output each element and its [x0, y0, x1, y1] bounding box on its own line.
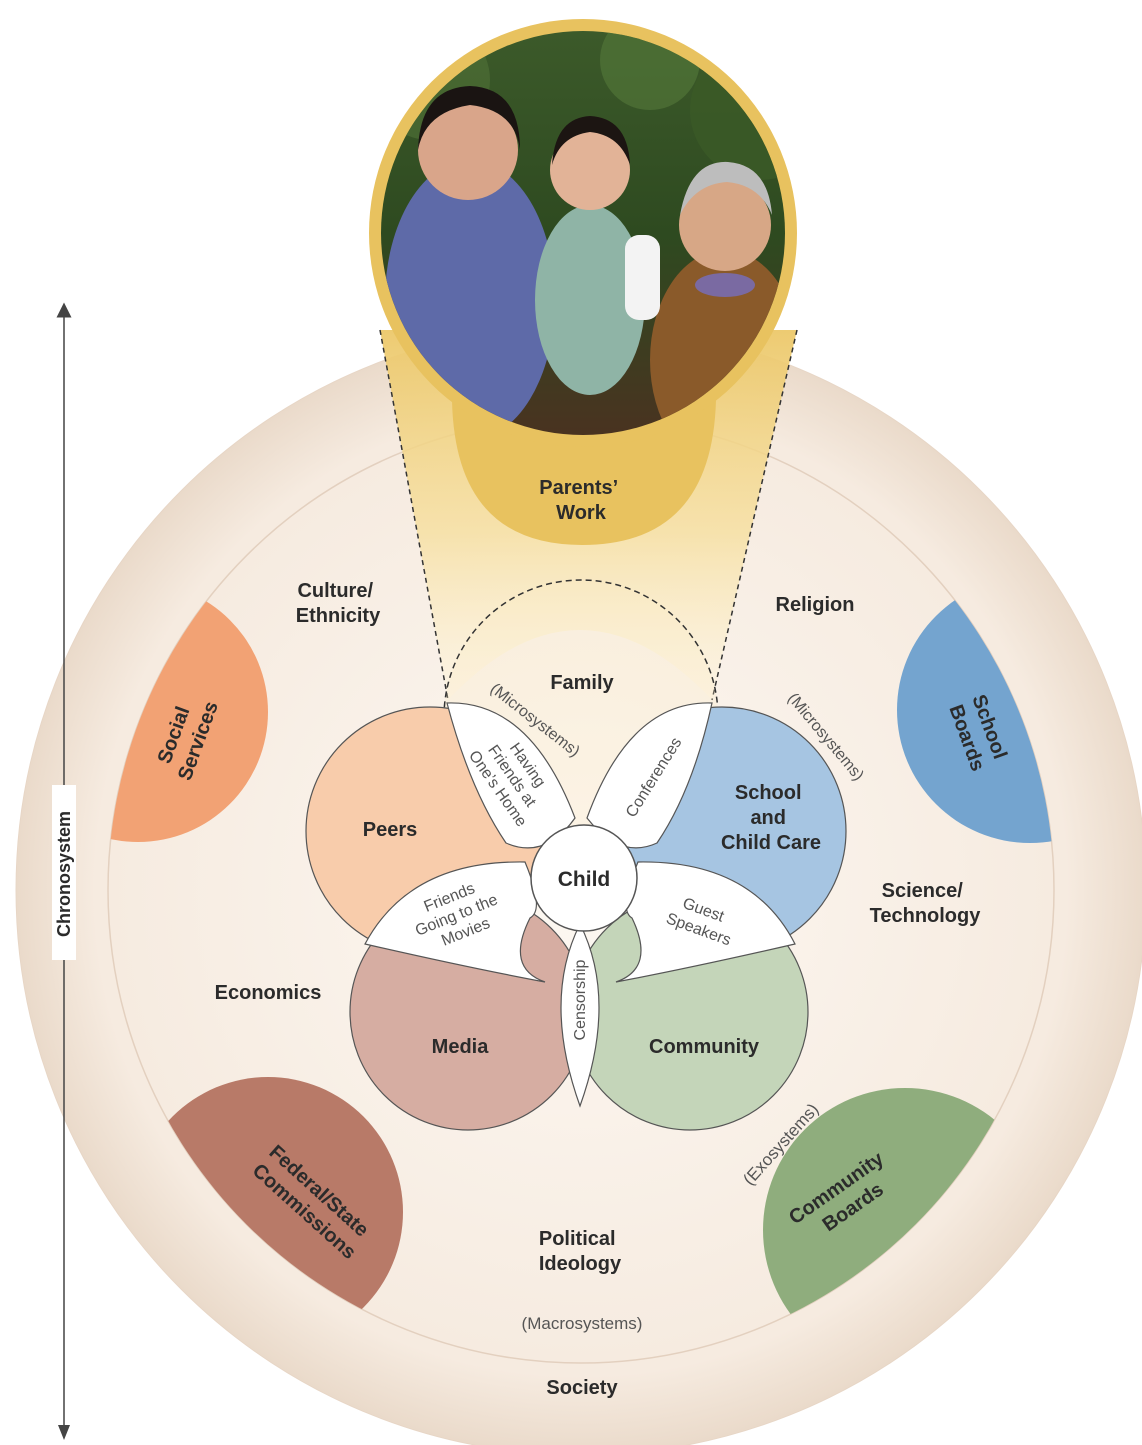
school-label: School and Child Care	[721, 782, 821, 854]
macrosystems-label: (Macrosystems)	[522, 1314, 643, 1333]
child-circle	[530, 824, 638, 932]
religion-label: Religion	[776, 594, 855, 616]
peers-label: Peers	[363, 819, 418, 841]
lens-media-community	[560, 922, 600, 1108]
lens-peers-media	[364, 861, 546, 983]
arrow-down-head	[58, 1425, 70, 1440]
beam-edge-right	[711, 329, 798, 701]
parents-work-label: Parents’ Work	[539, 477, 622, 524]
family-label: Family	[550, 672, 614, 694]
chronosystem-label: Chronosystem	[54, 811, 74, 937]
censorship-label: Censorship	[572, 959, 589, 1040]
lens-school-community	[615, 861, 796, 983]
child-label: Child	[558, 868, 611, 891]
chronosystem-label-bg	[52, 785, 76, 960]
friends-movies-label: Friends Going to the Movies	[406, 872, 512, 957]
science-label: Science/ Technology	[870, 880, 982, 927]
media-label: Media	[432, 1036, 490, 1058]
community-label: Community	[649, 1036, 760, 1058]
economics-label: Economics	[215, 982, 322, 1004]
society-label: Society	[546, 1377, 618, 1399]
political-label: Political Ideology	[539, 1228, 622, 1275]
culture-label: Culture/ Ethnicity	[296, 580, 381, 627]
